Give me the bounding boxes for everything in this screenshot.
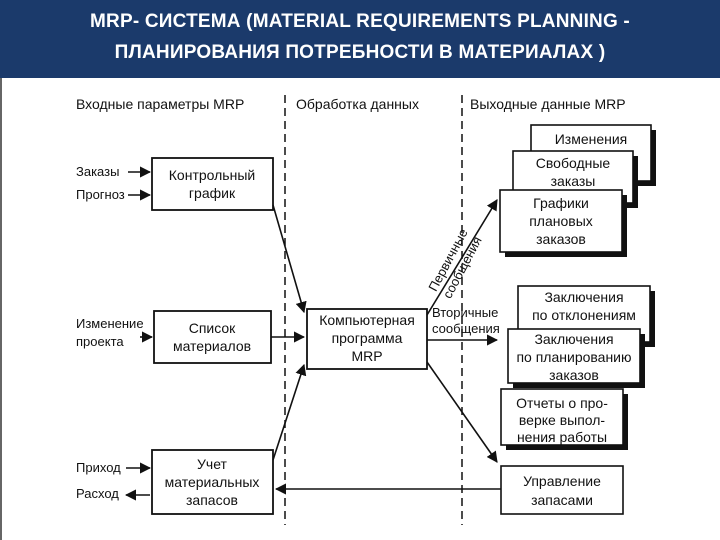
box-schedule-line-1: Контрольный xyxy=(169,167,255,183)
output-plan-graphs-line-1: Графики xyxy=(533,195,589,211)
arrow-schedule-to-program xyxy=(272,204,307,314)
box-program-line-1: Компьютерная xyxy=(319,312,415,328)
box-materials-list: Список материалов xyxy=(153,310,272,364)
box-schedule: Контрольный график xyxy=(151,157,274,211)
output-reports-line-3: нения работы xyxy=(517,429,607,445)
box-inventory-line-2: материальных xyxy=(165,474,260,490)
column-input-label: Входные параметры MRP xyxy=(76,96,244,112)
box-mrp-program: Компьютерная программа MRP xyxy=(306,308,428,370)
arrow-inventory-to-program xyxy=(272,363,307,461)
primary-messages-label: Первичные сообщения xyxy=(425,226,484,301)
output-planning-line-2: по планированию xyxy=(516,349,631,365)
secondary-label-line-1: Вторичные xyxy=(432,305,498,320)
output-planning-line-3: заказов xyxy=(549,367,599,383)
title-line-2: ПЛАНИРОВАНИЯ ПОТРЕБНОСТИ В МАТЕРИАЛАХ ) xyxy=(114,42,606,63)
input-orders-label: Заказы xyxy=(76,164,119,179)
output-free-orders-line-2: заказы xyxy=(551,173,596,189)
input-receipt-label: Приход xyxy=(76,460,121,475)
output-reports-line-1: Отчеты о про- xyxy=(516,395,608,411)
title-line-1: MRP- СИСТЕМА (MATERIAL REQUIREMENTS PLAN… xyxy=(90,11,630,32)
arrow-program-to-inventory-mgmt xyxy=(426,361,498,463)
box-schedule-line-2: график xyxy=(189,185,236,201)
output-plan-graphs-line-2: плановых xyxy=(529,213,593,229)
output-free-orders-line-1: Свободные xyxy=(536,155,611,171)
arrow-program-to-primary xyxy=(426,199,498,316)
output-planning-line-1: Заключения xyxy=(534,331,613,347)
input-project-change-label-1: Изменение xyxy=(76,316,144,331)
output-inventory-mgmt-line-2: запасами xyxy=(531,492,593,508)
box-materials-line-1: Список xyxy=(189,320,236,336)
input-forecast-label: Прогноз xyxy=(76,187,125,202)
column-processing-label: Обработка данных xyxy=(296,96,419,112)
output-changes-line-1: Изменения xyxy=(555,131,628,147)
output-planning-conclusions: Заключения по планированию заказов xyxy=(507,328,645,388)
box-inventory-line-3: запасов xyxy=(186,492,238,508)
input-project-change-label-2: проекта xyxy=(76,334,124,349)
output-reports-line-2: верке выпол- xyxy=(519,412,606,428)
output-deviation-line-1: Заключения xyxy=(544,289,623,305)
input-expense-label: Расход xyxy=(76,486,119,501)
output-deviation-line-2: по отклонениям xyxy=(532,307,636,323)
output-inventory-management: Управление запасами xyxy=(500,465,624,515)
output-plan-graphs-line-3: заказов xyxy=(536,231,586,247)
output-inventory-mgmt-line-1: Управление xyxy=(523,473,601,489)
box-program-line-3: MRP xyxy=(351,348,382,364)
box-inventory: Учет материальных запасов xyxy=(151,449,274,515)
header-banner: MRP- СИСТЕМА (MATERIAL REQUIREMENTS PLAN… xyxy=(0,0,720,78)
box-inventory-line-1: Учет xyxy=(197,456,228,472)
output-reports: Отчеты о про- верке выпол- нения работы xyxy=(500,388,628,450)
secondary-label-line-2: сообщения xyxy=(432,321,500,336)
box-program-line-2: программа xyxy=(332,330,403,346)
column-output-label: Выходные данные MRP xyxy=(470,96,626,112)
box-materials-line-2: материалов xyxy=(173,338,251,354)
output-plan-graphs: Графики плановых заказов xyxy=(499,189,627,257)
